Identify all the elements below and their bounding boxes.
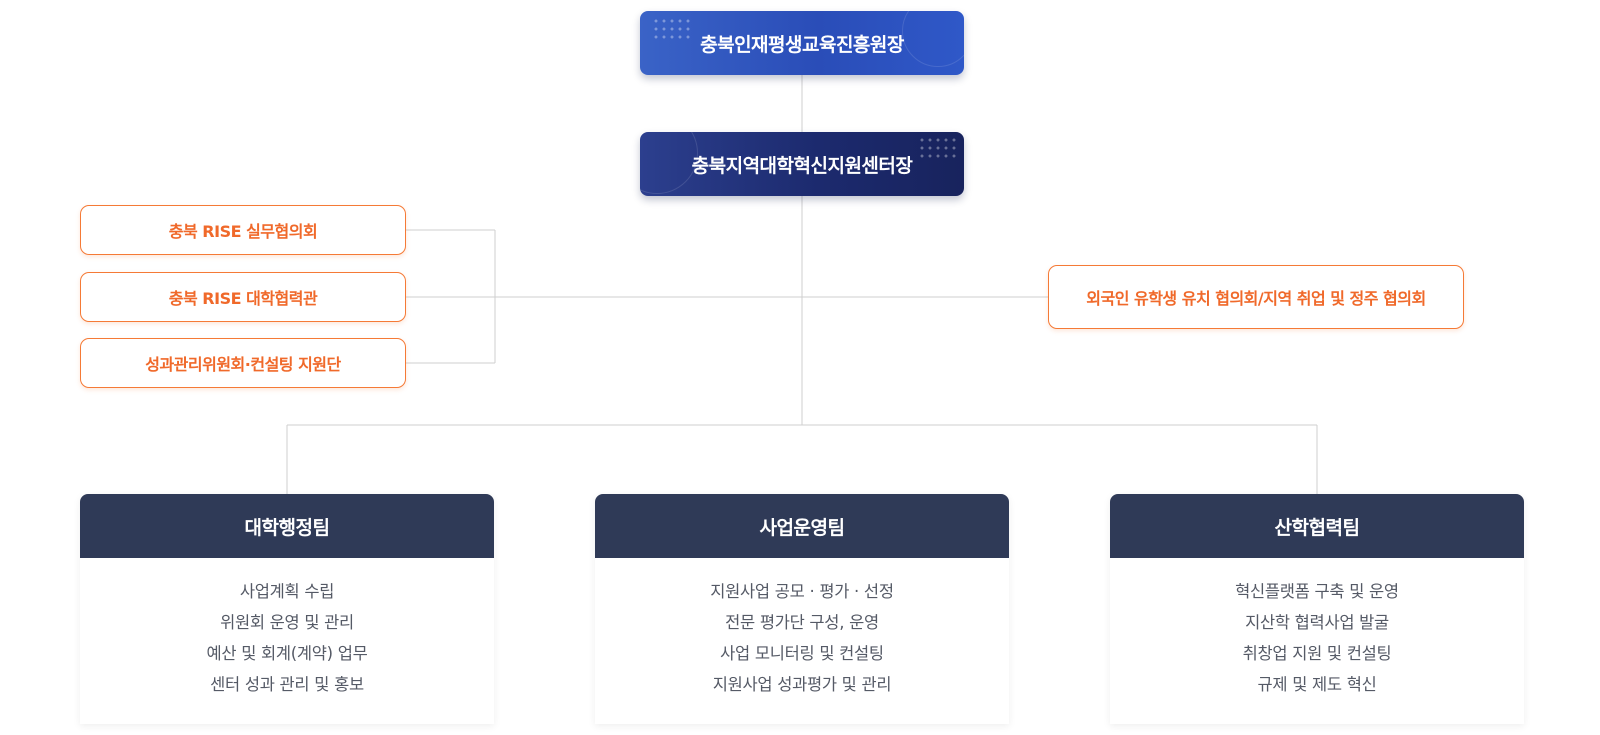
team-project-operations: 사업운영팀 지원사업 공모 · 평가 · 선정 전문 평가단 구성, 운영 사업… — [595, 494, 1009, 724]
committee-rise-university: 충북 RISE 대학협력관 — [80, 272, 406, 322]
duty-item: 예산 및 회계(계약) 업무 — [206, 644, 368, 663]
head-box: 충북인재평생교육진흥원장 — [640, 11, 964, 75]
committee-label: 충북 RISE 대학협력관 — [168, 289, 318, 308]
committee-label: 성과관리위원회·컨설팅 지원단 — [145, 355, 341, 374]
duty-list: 혁신플랫폼 구축 및 운영 지산학 협력사업 발굴 취창업 지원 및 컨설팅 규… — [1110, 558, 1524, 700]
committee-label: 외국인 유학생 유치 협의회/지역 취업 및 정주 협의회 — [1086, 289, 1426, 308]
committee-label: 충북 RISE 실무협의회 — [168, 222, 318, 241]
duty-item: 지산학 협력사업 발굴 — [1245, 613, 1389, 632]
duty-item: 혁신플랫폼 구축 및 운영 — [1235, 582, 1399, 601]
team-title: 대학행정팀 — [80, 494, 494, 558]
duty-item: 지원사업 성과평가 및 관리 — [712, 675, 892, 694]
team-university-admin: 대학행정팀 사업계획 수립 위원회 운영 및 관리 예산 및 회계(계약) 업무… — [80, 494, 494, 724]
team-industry-cooperation: 산학협력팀 혁신플랫폼 구축 및 운영 지산학 협력사업 발굴 취창업 지원 및… — [1110, 494, 1524, 724]
center-box-label: 충북지역대학혁신지원센터장 — [691, 154, 913, 177]
duty-item: 센터 성과 관리 및 홍보 — [210, 675, 364, 694]
duty-item: 규제 및 제도 혁신 — [1257, 675, 1377, 694]
duty-item: 지원사업 공모 · 평가 · 선정 — [710, 582, 894, 601]
committee-performance: 성과관리위원회·컨설팅 지원단 — [80, 338, 406, 388]
head-box-label: 충북인재평생교육진흥원장 — [700, 33, 904, 56]
duty-item: 전문 평가단 구성, 운영 — [725, 613, 879, 632]
dot-pattern — [918, 136, 958, 160]
center-box: 충북지역대학혁신지원센터장 — [640, 132, 964, 196]
committee-foreign-students: 외국인 유학생 유치 협의회/지역 취업 및 정주 협의회 — [1048, 265, 1464, 329]
duty-item: 사업 모니터링 및 컨설팅 — [720, 644, 884, 663]
dot-pattern — [652, 17, 692, 41]
committee-rise-working: 충북 RISE 실무협의회 — [80, 205, 406, 255]
duty-item: 취창업 지원 및 컨설팅 — [1242, 644, 1392, 663]
ring-decoration — [640, 132, 698, 194]
duty-list: 지원사업 공모 · 평가 · 선정 전문 평가단 구성, 운영 사업 모니터링 … — [595, 558, 1009, 700]
duty-item: 사업계획 수립 — [239, 582, 335, 601]
team-title: 사업운영팀 — [595, 494, 1009, 558]
team-title: 산학협력팀 — [1110, 494, 1524, 558]
ring-decoration — [902, 11, 964, 67]
duty-list: 사업계획 수립 위원회 운영 및 관리 예산 및 회계(계약) 업무 센터 성과… — [80, 558, 494, 700]
duty-item: 위원회 운영 및 관리 — [220, 613, 354, 632]
